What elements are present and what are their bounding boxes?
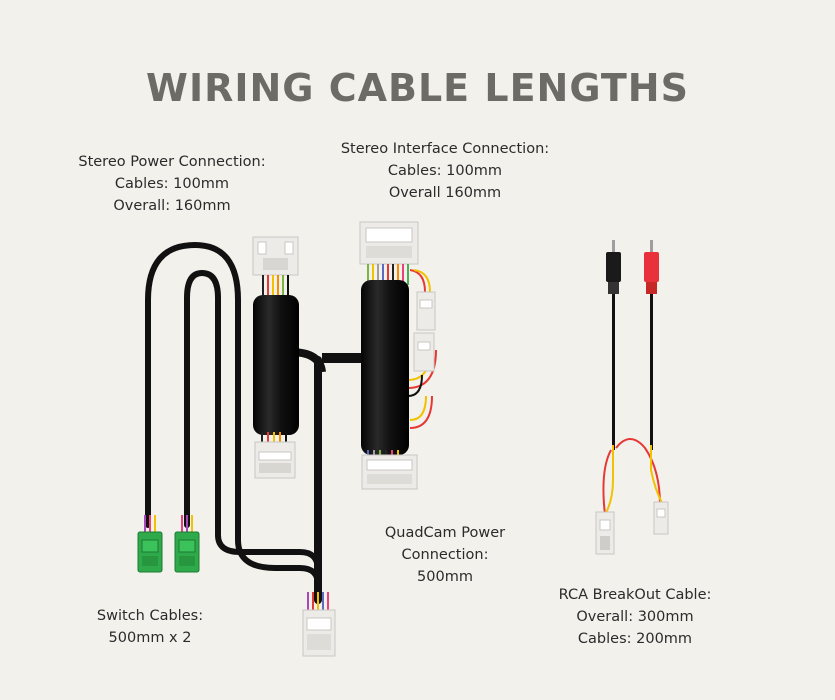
quadcam-power-connector [302, 592, 336, 657]
rca-breakout-label-line1: RCA BreakOut Cable: [558, 587, 712, 603]
quadcam-power-label-line1: QuadCam Power [384, 525, 506, 541]
page-title: WIRING CABLE LENGTHS [146, 66, 689, 110]
switch-cable-loop-outer [145, 241, 321, 603]
stereo-interface-label: Stereo Interface Connection: Cables: 100… [325, 138, 565, 204]
switch-cable-loop-inner [184, 269, 321, 573]
stereo-power-top-connector [252, 236, 299, 276]
stereo-interface-top-connector [359, 221, 419, 265]
rca-breakout-label-line3: Cables: 200mm [577, 631, 693, 647]
stereo-interface-bottom-connector [361, 454, 418, 490]
stereo-interface-label-line2: Cables: 100mm [387, 163, 503, 179]
stereo-power-bottom-connector [254, 441, 296, 479]
stereo-interface-label-line1: Stereo Interface Connection: [340, 141, 550, 157]
stereo-power-label-line1: Stereo Power Connection: [78, 154, 266, 170]
rca-breakout-label-line2: Overall: 300mm [576, 609, 694, 625]
stereo-interface-label-line3: Overall 160mm [388, 185, 502, 201]
stereo-interface-side-connectors [413, 291, 436, 372]
switch-connector-right [174, 515, 200, 573]
rca-plug-black [606, 240, 621, 450]
stereo-power-label-line2: Cables: 100mm [114, 176, 230, 192]
switch-cables-label: Switch Cables: 500mm x 2 [70, 605, 230, 649]
stereo-interface-sleeve [361, 280, 409, 455]
switch-cables-label-line1: Switch Cables: [96, 608, 204, 624]
rca-breakout-label: RCA BreakOut Cable: Overall: 300mm Cable… [535, 584, 735, 650]
rca-output-connectors [595, 501, 669, 555]
quadcam-power-cable [289, 348, 365, 604]
switch-connector-left [137, 515, 163, 573]
quadcam-power-label: QuadCam Power Connection: 500mm [360, 522, 530, 588]
quadcam-power-label-line3: 500mm [417, 569, 473, 585]
quadcam-power-label-line2: Connection: [401, 547, 489, 563]
switch-cables-label-line2: 500mm x 2 [108, 630, 192, 646]
stereo-power-label-line3: Overall: 160mm [113, 198, 231, 214]
rca-plug-red [644, 240, 659, 450]
stereo-power-label: Stereo Power Connection: Cables: 100mm O… [62, 151, 282, 217]
stereo-power-sleeve [253, 295, 299, 435]
